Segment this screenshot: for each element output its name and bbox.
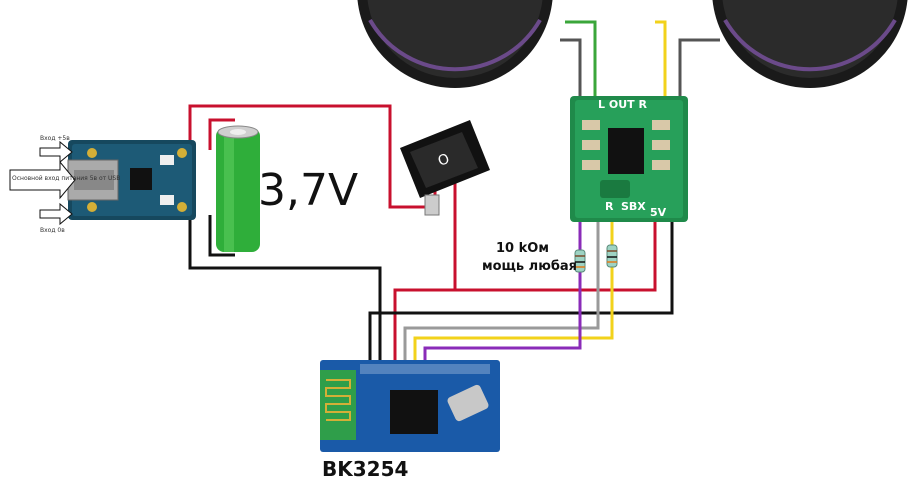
charger-board bbox=[67, 140, 196, 220]
resistor-power-label: мощь любая bbox=[482, 259, 577, 274]
amplifier-r-label: R bbox=[605, 200, 614, 213]
resistor-right bbox=[606, 244, 618, 268]
right-speaker bbox=[712, 0, 908, 88]
resistor-value-label: 10 kOм bbox=[496, 241, 549, 256]
amplifier-board bbox=[570, 96, 688, 222]
charger-in5v-label: Вход +5в bbox=[40, 135, 70, 142]
battery-voltage-label: 3,7V bbox=[258, 165, 358, 216]
left-speaker bbox=[357, 0, 553, 88]
amplifier-out-label: L OUT R bbox=[598, 98, 647, 111]
signal-wires bbox=[403, 215, 614, 360]
svg-text:O: O bbox=[436, 151, 452, 170]
amplifier-power-label: 5V bbox=[650, 206, 667, 219]
charger-arrows bbox=[9, 140, 76, 226]
resistor-left bbox=[574, 249, 586, 273]
charger-main-input-label: Основной вход питания 5в от USB bbox=[12, 175, 120, 182]
battery-18650 bbox=[216, 125, 260, 252]
module-name-label: BK3254 bbox=[322, 457, 408, 481]
bluetooth-module bbox=[320, 360, 500, 452]
black-wires bbox=[188, 215, 674, 360]
amplifier-brand-label: SBX bbox=[621, 200, 646, 213]
speaker-wires bbox=[560, 20, 720, 100]
charger-in0v-label: Вход 0в bbox=[40, 227, 65, 234]
rocker-switch: O bbox=[400, 120, 490, 216]
